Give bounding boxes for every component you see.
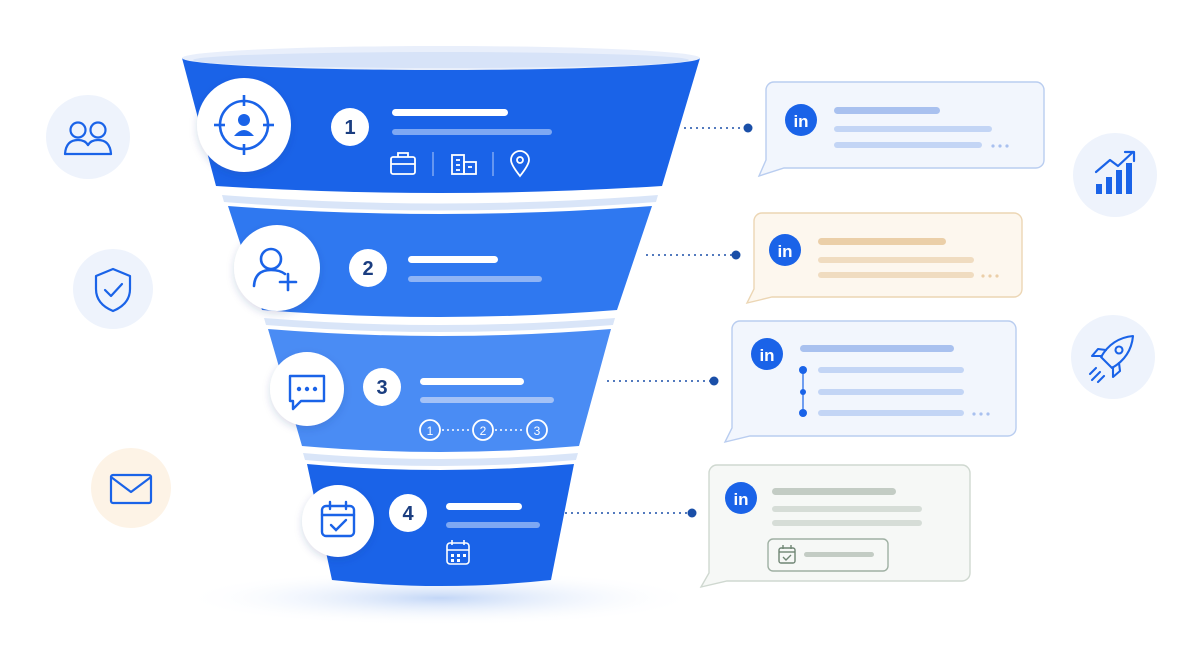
svg-text:1: 1 — [427, 424, 434, 438]
connector-dot — [743, 123, 753, 133]
funnel-separator — [222, 195, 658, 211]
placeholder-line — [818, 410, 964, 416]
thread-dot — [799, 366, 807, 374]
message-card-1: in — [757, 81, 1045, 178]
funnel-stage-3: 3 1 2 3 — [268, 329, 611, 452]
placeholder-line — [408, 256, 498, 263]
connector-dot — [731, 250, 741, 260]
placeholder-line — [818, 272, 974, 278]
placeholder-line — [834, 142, 982, 148]
users-icon — [63, 121, 113, 156]
placeholder-line — [772, 488, 896, 495]
placeholder-line — [818, 389, 964, 395]
placeholder-line — [446, 522, 540, 528]
linkedin-icon — [725, 482, 757, 514]
linkedin-mark: in — [733, 490, 748, 509]
connector-dot — [687, 508, 697, 518]
stage-number-4-text: 4 — [402, 503, 414, 525]
placeholder-line — [834, 126, 992, 132]
message-card-4: in — [699, 464, 971, 589]
side-icon-growth — [1073, 133, 1157, 217]
stage-number-3 — [363, 368, 401, 406]
stage-number-3-text: 3 — [376, 377, 387, 399]
placeholder-line — [408, 276, 542, 282]
placeholder-line — [800, 345, 954, 352]
funnel-stage-1: 1 — [182, 46, 700, 193]
linkedin-icon — [769, 234, 801, 266]
stage-number-1 — [331, 108, 369, 146]
placeholder-line — [420, 378, 524, 385]
message-card-3: in — [723, 320, 1017, 444]
funnel-separator — [264, 318, 615, 332]
funnel-stage-2: 2 — [228, 206, 652, 317]
side-icon-mail — [91, 448, 171, 528]
stage-number-4 — [389, 494, 427, 532]
funnel-stage-4: 4 — [302, 464, 574, 586]
growth-chart-icon — [1094, 150, 1136, 194]
linkedin-mark: in — [759, 346, 774, 365]
calendar-check-icon — [320, 500, 356, 538]
side-icon-shield — [73, 249, 153, 329]
placeholder-line — [772, 506, 922, 512]
svg-text:3: 3 — [534, 424, 541, 438]
placeholder-line — [772, 520, 922, 526]
linkedin-mark: in — [793, 112, 808, 131]
placeholder-line — [446, 503, 522, 510]
linkedin-mark: in — [777, 242, 792, 261]
stage-number-2-text: 2 — [362, 258, 373, 280]
stage-number-2 — [349, 249, 387, 287]
funnel-band-3 — [268, 329, 611, 452]
message-card-2: in — [745, 212, 1023, 305]
svg-text:2: 2 — [480, 424, 487, 438]
placeholder-line — [834, 107, 940, 114]
step-sequence: 1 2 3 — [419, 419, 548, 441]
placeholder-line — [818, 238, 946, 245]
linkedin-icon — [785, 104, 817, 136]
funnel-band-1 — [182, 58, 700, 193]
placeholder-line — [392, 129, 552, 135]
side-icon-users — [46, 95, 130, 179]
calendar-icon — [446, 540, 470, 565]
connector-dot — [709, 376, 719, 386]
location-pin-icon — [510, 150, 530, 178]
stage-4-icon-badge — [302, 485, 374, 557]
target-user-icon — [214, 95, 274, 155]
placeholder-line — [818, 367, 964, 373]
placeholder-line — [420, 397, 554, 403]
building-icon — [451, 154, 477, 175]
rocket-icon — [1088, 334, 1135, 384]
mail-icon — [109, 473, 153, 505]
funnel-band-4 — [307, 464, 574, 586]
add-user-icon — [252, 247, 298, 292]
placeholder-line — [804, 552, 874, 557]
funnel-floor-shadow — [180, 570, 700, 626]
stage-number-1-text: 1 — [344, 117, 355, 139]
more-dots — [991, 144, 1009, 148]
linkedin-icon — [751, 338, 783, 370]
funnel-separator — [303, 453, 578, 466]
placeholder-line — [818, 257, 974, 263]
placeholder-line — [392, 109, 508, 116]
briefcase-icon — [390, 152, 416, 175]
calendar-check-icon — [778, 545, 796, 564]
more-dots — [972, 412, 990, 416]
more-dots — [981, 274, 999, 278]
chat-bubble-icon — [288, 374, 326, 411]
thread-dot — [799, 409, 807, 417]
side-icon-rocket — [1071, 315, 1155, 399]
shield-check-icon — [94, 267, 132, 313]
connectors — [565, 127, 746, 514]
thread-dot — [800, 389, 806, 395]
